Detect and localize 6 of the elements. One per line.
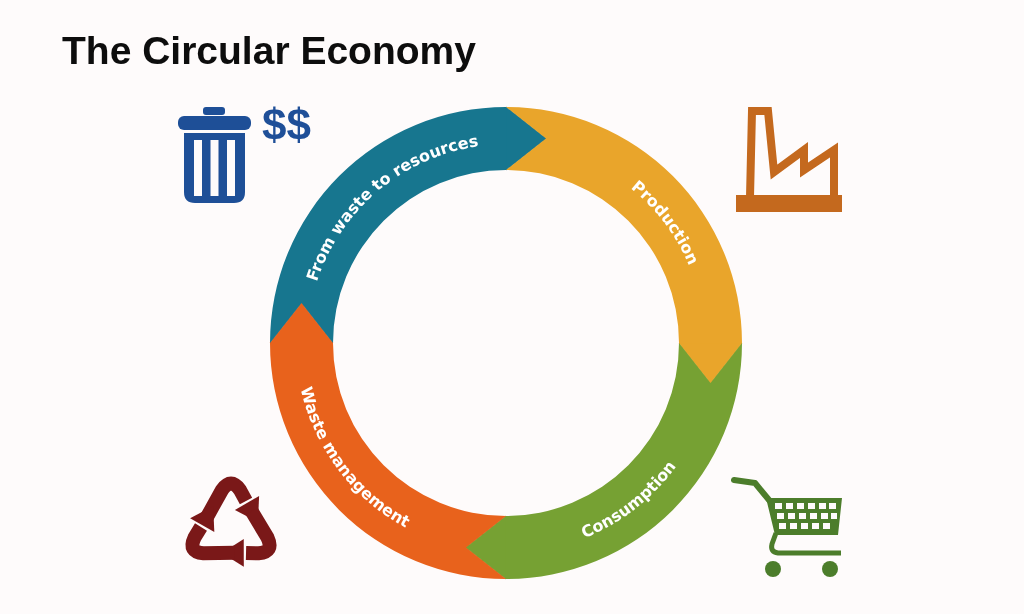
- arrow: [269, 302, 334, 344]
- title: The Circular Economy: [62, 31, 476, 70]
- arrow: [505, 106, 547, 171]
- arrow: [465, 515, 507, 580]
- arrow: [678, 342, 743, 384]
- currency-label: $$: [262, 103, 311, 147]
